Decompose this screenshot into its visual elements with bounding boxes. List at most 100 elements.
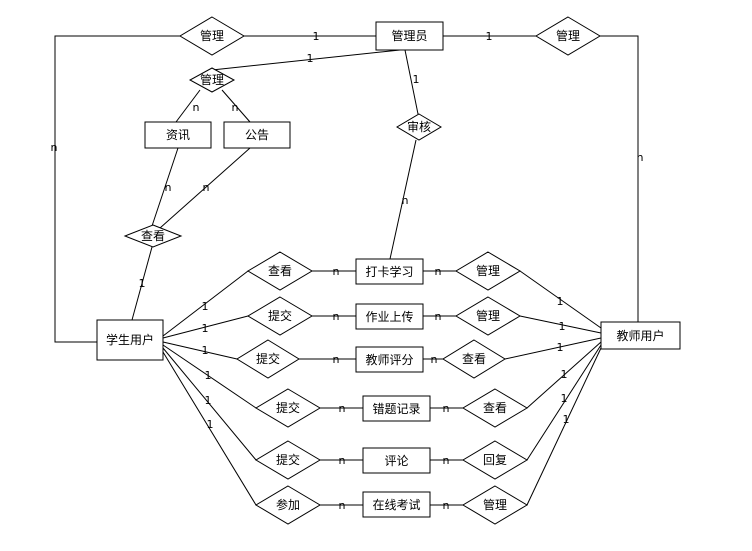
entity-news[interactable]: 资讯	[144, 121, 212, 149]
edge-manage-left-student	[54, 35, 180, 343]
card-mid3-t: n	[431, 353, 438, 366]
card-info-news: n	[193, 101, 200, 114]
edge-student-r3	[162, 341, 238, 360]
edge-student-r1	[162, 270, 249, 337]
entity-mistakes-label: 错题记录	[372, 402, 420, 416]
entity-evaluation[interactable]: 教师评分	[355, 346, 424, 373]
card-t4: 1	[561, 368, 568, 381]
relation-student-comment-label: 提交	[276, 452, 300, 467]
entity-mistakes[interactable]: 错题记录	[362, 395, 431, 422]
edge-t5-teacher	[526, 344, 602, 461]
card-r4-mid: n	[339, 402, 346, 415]
edge-admin-review	[404, 49, 419, 115]
edge-t4-teacher	[526, 341, 602, 409]
relation-student-evaluation[interactable]: 提交	[236, 339, 300, 379]
relation-teacher-evaluation[interactable]: 查看	[442, 339, 506, 379]
edge-info-manage-news	[175, 89, 201, 123]
relation-teacher-exam-label: 管理	[483, 497, 507, 512]
relation-teacher-comment[interactable]: 回复	[462, 440, 528, 480]
card-mid4-t: n	[443, 402, 450, 415]
card-s6: 1	[207, 418, 214, 431]
card-review-checkin: n	[402, 194, 409, 207]
edge-student-r4	[162, 344, 257, 409]
entity-exam-label: 在线考试	[372, 497, 420, 512]
relation-student-evaluation-label: 提交	[256, 351, 280, 366]
card-r5-mid: n	[339, 454, 346, 467]
relation-admin-teacher[interactable]: 管理	[535, 16, 601, 56]
card-info-notice: n	[232, 101, 239, 114]
relation-student-exam-label: 参加	[276, 497, 300, 512]
entity-comment-label: 评论	[384, 454, 408, 468]
card-s5: 1	[205, 394, 212, 407]
relation-teacher-checkin[interactable]: 管理	[455, 251, 521, 291]
cardinality-labels: 1 1 1 n n n n n n 1 1 n 1 1 1 1 1 1 n n …	[51, 30, 644, 512]
relation-teacher-homework-label: 管理	[476, 308, 500, 323]
card-t3: 1	[557, 341, 564, 354]
card-t2: 1	[559, 320, 566, 333]
relation-teacher-evaluation-label: 查看	[462, 352, 486, 366]
card-t6: 1	[563, 413, 570, 426]
relation-student-comment[interactable]: 提交	[255, 440, 321, 480]
entity-student-label: 学生用户	[106, 332, 154, 347]
edge-review-checkin	[389, 139, 417, 260]
relation-teacher-checkin-label: 管理	[476, 263, 500, 278]
entity-admin[interactable]: 管理员	[375, 21, 444, 51]
card-mid5-t: n	[443, 454, 450, 467]
card-right-loop: n	[637, 151, 644, 164]
relation-teacher-homework[interactable]: 管理	[455, 296, 521, 336]
entity-teacher[interactable]: 教师用户	[600, 321, 681, 350]
relation-view-info-label: 查看	[141, 229, 165, 243]
relation-teacher-exam[interactable]: 管理	[462, 485, 528, 525]
entity-homework-label: 作业上传	[365, 309, 413, 324]
relation-student-homework-label: 提交	[268, 308, 292, 323]
relation-admin-student-label: 管理	[200, 28, 224, 43]
entity-notice-label: 公告	[245, 128, 269, 142]
relation-student-checkin-label: 查看	[268, 264, 292, 278]
edges	[54, 35, 639, 506]
card-mid1-t: n	[435, 265, 442, 278]
card-r2-mid: n	[333, 310, 340, 323]
relation-teacher-mistakes[interactable]: 查看	[462, 388, 528, 428]
entity-student[interactable]: 学生用户	[96, 319, 164, 361]
edge-info-manage-notice	[221, 89, 251, 123]
card-admin-right: 1	[486, 30, 493, 43]
card-s2: 1	[202, 322, 209, 335]
edge-t2-teacher	[519, 315, 602, 334]
edge-news-view	[151, 147, 179, 227]
card-mid2-t: n	[435, 310, 442, 323]
relation-student-homework[interactable]: 提交	[247, 296, 313, 336]
edge-t6-teacher	[526, 347, 602, 506]
relation-teacher-mistakes-label: 查看	[483, 401, 507, 415]
card-r3-mid: n	[333, 353, 340, 366]
relation-student-checkin[interactable]: 查看	[247, 251, 313, 291]
card-news-view: n	[165, 181, 172, 194]
relation-admin-info-label: 管理	[200, 72, 224, 87]
card-mid6-t: n	[443, 499, 450, 512]
relation-view-info[interactable]: 查看	[123, 224, 183, 248]
entity-exam[interactable]: 在线考试	[362, 491, 431, 518]
edge-t1-teacher	[519, 270, 602, 329]
card-s3: 1	[202, 344, 209, 357]
relation-review[interactable]: 审核	[396, 113, 442, 141]
entity-teacher-label: 教师用户	[616, 328, 664, 343]
edge-student-r6	[162, 351, 257, 506]
edge-view-student	[131, 246, 153, 321]
entity-news-label: 资讯	[166, 128, 190, 142]
card-left-loop: n	[51, 141, 58, 154]
relation-admin-student[interactable]: 管理	[179, 16, 245, 56]
card-r6-mid: n	[339, 499, 346, 512]
relation-student-mistakes[interactable]: 提交	[255, 388, 321, 428]
card-admin-info: 1	[307, 52, 314, 65]
card-r1-mid: n	[333, 265, 340, 278]
entity-homework[interactable]: 作业上传	[355, 303, 424, 330]
relation-admin-teacher-label: 管理	[556, 28, 580, 43]
relation-admin-info[interactable]: 管理	[188, 67, 236, 93]
entity-comment[interactable]: 评论	[362, 447, 431, 474]
relation-student-exam[interactable]: 参加	[255, 485, 321, 525]
card-notice-view: n	[203, 181, 210, 194]
entity-notice[interactable]: 公告	[223, 121, 291, 149]
entity-evaluation-label: 教师评分	[365, 352, 413, 367]
entity-checkin[interactable]: 打卡学习	[355, 258, 424, 285]
edge-student-r5	[162, 347, 257, 461]
